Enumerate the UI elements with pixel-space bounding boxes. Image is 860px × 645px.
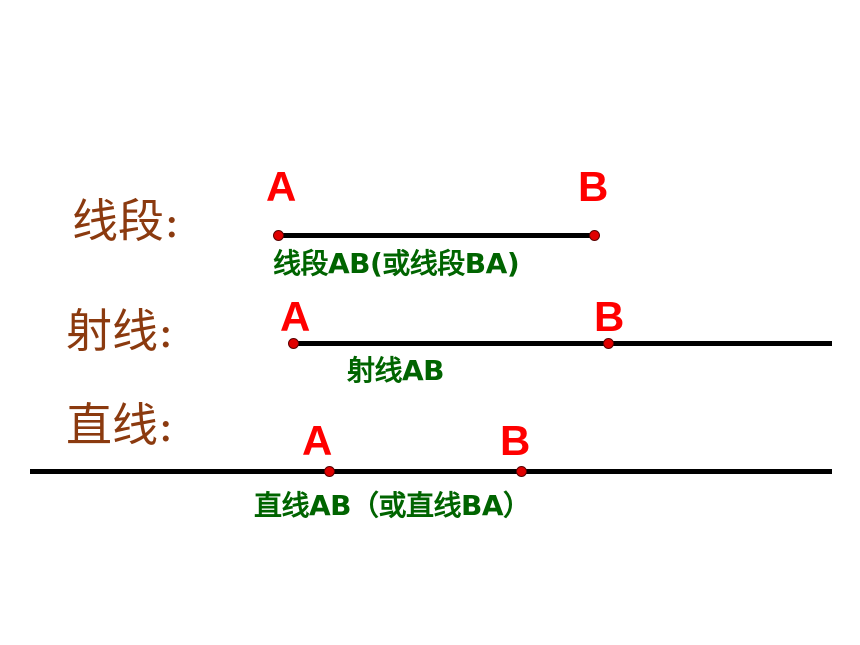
line-point-a-label: A	[302, 417, 333, 464]
segment-title: 线段:	[72, 194, 180, 248]
ray-point-a-dot	[288, 338, 299, 349]
line-title: 直线:	[66, 398, 174, 452]
ray-point-b-label: B	[594, 293, 625, 340]
segment-caption: 线段AB(或线段BA)	[273, 247, 520, 280]
line-point-b-label: B	[500, 417, 531, 464]
line-point-b-dot	[516, 466, 527, 477]
ray-title: 射线:	[66, 304, 174, 358]
segment-line	[279, 233, 595, 238]
ray-caption: 射线AB	[347, 354, 445, 387]
ray-line	[293, 341, 832, 346]
ray-point-b-dot	[603, 338, 614, 349]
segment-point-a-label: A	[266, 163, 297, 210]
ray-point-a-label: A	[280, 293, 311, 340]
line-line	[30, 469, 832, 474]
segment-point-a-dot	[273, 230, 284, 241]
segment-point-b-label: B	[578, 163, 609, 210]
segment-point-b-dot	[589, 230, 600, 241]
line-point-a-dot	[324, 466, 335, 477]
line-caption: 直线AB（或直线BA）	[254, 489, 531, 522]
